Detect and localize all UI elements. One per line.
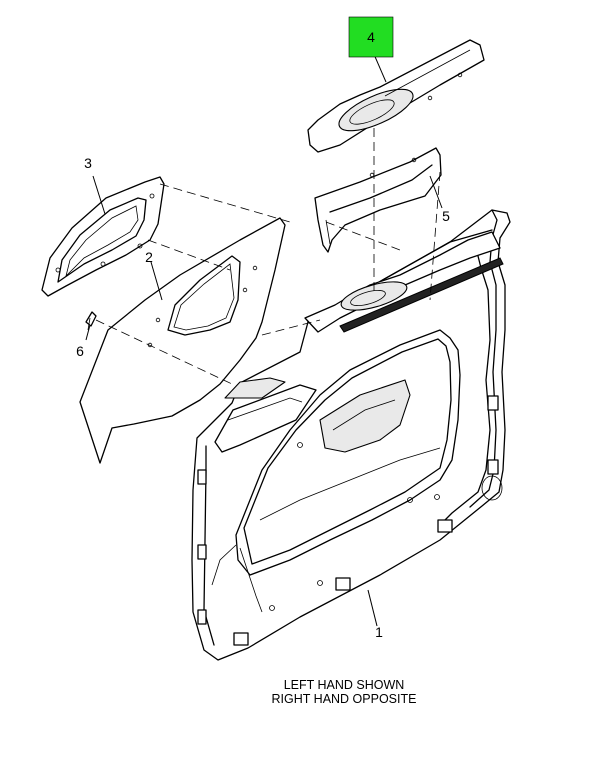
callout-4-highlight <box>348 16 394 58</box>
note-line-1: LEFT HAND SHOWN <box>284 678 405 692</box>
water-shield <box>79 217 286 464</box>
window-trim-bezel <box>41 176 165 297</box>
callout-1[interactable]: 1 <box>375 624 383 640</box>
inner-molding <box>314 147 442 253</box>
leader-lines <box>85 51 443 627</box>
callout-2[interactable]: 2 <box>145 249 153 265</box>
callout-3[interactable]: 3 <box>84 155 92 171</box>
fastener-pin <box>85 311 97 331</box>
upper-cupholder-trim <box>307 39 485 153</box>
callout-5[interactable]: 5 <box>442 208 450 224</box>
callout-4[interactable]: 4 <box>367 29 375 45</box>
note-line-2: RIGHT HAND OPPOSITE <box>272 692 417 706</box>
assembly-dashed-lines <box>95 128 441 385</box>
callout-6[interactable]: 6 <box>76 343 84 359</box>
door-trim-panel <box>191 209 511 661</box>
